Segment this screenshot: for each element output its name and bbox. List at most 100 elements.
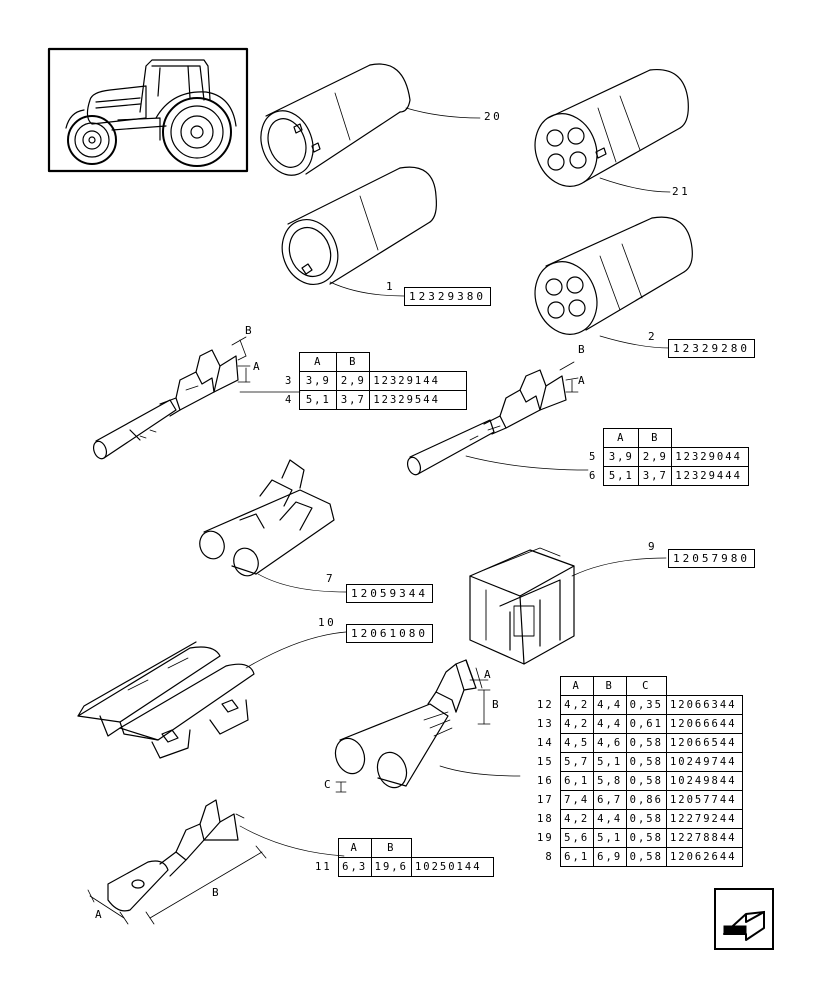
callout-10-part-number: 12061080 xyxy=(346,624,433,643)
part-7-drawing xyxy=(199,459,335,577)
col-header-b: B xyxy=(336,352,371,372)
cell-a: 3,9 xyxy=(603,447,640,467)
row-item-number: 3 xyxy=(285,375,294,387)
dim-label-a: A xyxy=(95,908,102,921)
table-row: 11 6,3 19,6 10250144 xyxy=(312,857,495,877)
col-header-a: A xyxy=(299,352,338,372)
callout-9-part-number: 12057980 xyxy=(668,549,755,568)
callout-1-part-number: 12329380 xyxy=(404,287,491,306)
cell-b: 4,4 xyxy=(592,714,627,734)
table-row: 13 4,2 4,4 0,61 12066644 xyxy=(534,714,744,734)
part-1-drawing xyxy=(281,166,437,285)
cell-a: 7,4 xyxy=(559,790,594,810)
row-item-number: 12 xyxy=(537,699,554,711)
cell-part-number: 12278844 xyxy=(665,828,744,848)
table-row: 15 5,7 5,1 0,58 10249744 xyxy=(534,752,744,772)
table-header-row: A B C xyxy=(534,676,743,696)
row-item-number: 18 xyxy=(537,813,554,825)
cell-c: 0,35 xyxy=(625,695,667,715)
row-item-number: 6 xyxy=(589,470,598,482)
cell-c: 0,58 xyxy=(625,771,667,791)
part-10-drawing xyxy=(77,641,255,759)
cell-c: 0,86 xyxy=(625,790,667,810)
dim-label-b: B xyxy=(578,343,585,356)
callout-10-number: 10 xyxy=(318,616,337,629)
cell-part-number: 12329044 xyxy=(671,447,749,467)
cell-a: 4,5 xyxy=(559,733,594,753)
row-item-number: 11 xyxy=(315,861,332,873)
cell-c: 0,58 xyxy=(625,733,667,753)
table-row: 4 5,1 3,7 12329544 xyxy=(282,390,467,410)
dim-label-a: A xyxy=(484,668,491,681)
terminal-3-4-drawing xyxy=(92,336,251,460)
cell-b: 4,4 xyxy=(592,809,627,829)
part-9-drawing xyxy=(469,547,575,665)
row-item-number: 5 xyxy=(589,451,598,463)
dim-label-b: B xyxy=(245,324,252,337)
spec-table-3-4: A B 3 3,9 2,9 12329144 4 5,1 3,7 1232954… xyxy=(282,352,467,410)
cell-b: 2,9 xyxy=(638,447,673,467)
cell-a: 6,1 xyxy=(559,771,594,791)
row-item-number: 4 xyxy=(285,394,294,406)
cell-a: 4,2 xyxy=(559,695,594,715)
callout-1-number: 1 xyxy=(386,280,396,293)
callout-7-number: 7 xyxy=(326,572,336,585)
cell-a: 5,6 xyxy=(559,828,594,848)
cell-part-number: 10249844 xyxy=(665,771,744,791)
cell-b: 5,1 xyxy=(592,752,627,772)
cell-part-number: 12066344 xyxy=(665,695,744,715)
table-header-row: A B xyxy=(312,838,494,858)
part-2-drawing xyxy=(534,216,693,335)
dim-label-b: B xyxy=(212,886,219,899)
cell-part-number: 10250144 xyxy=(410,857,495,877)
cell-a: 4,2 xyxy=(559,714,594,734)
cell-part-number: 12062644 xyxy=(665,847,744,867)
part-21-drawing xyxy=(534,68,689,187)
cell-a: 3,9 xyxy=(299,371,338,391)
callout-20-number: 20 xyxy=(484,110,503,123)
cell-b: 2,9 xyxy=(336,371,371,391)
dim-label-a: A xyxy=(578,374,585,387)
col-header-b: B xyxy=(592,676,627,696)
col-header-a: A xyxy=(559,676,594,696)
col-header-b: B xyxy=(370,838,412,858)
cell-b: 3,7 xyxy=(336,390,371,410)
row-item-number: 15 xyxy=(537,756,554,768)
cell-c: 0,61 xyxy=(625,714,667,734)
col-header-a: A xyxy=(603,428,640,448)
table-row: 12 4,2 4,4 0,35 12066344 xyxy=(534,695,744,715)
table-row: 8 6,1 6,9 0,58 12062644 xyxy=(534,847,744,867)
dim-label-c: C xyxy=(324,778,331,791)
cell-b: 6,7 xyxy=(592,790,627,810)
cell-part-number: 12329144 xyxy=(369,371,467,391)
table-row: 3 3,9 2,9 12329144 xyxy=(282,371,467,391)
cell-b: 4,6 xyxy=(592,733,627,753)
cell-b: 6,9 xyxy=(592,847,627,867)
cell-b: 19,6 xyxy=(370,857,412,877)
table-row: 16 6,1 5,8 0,58 10249844 xyxy=(534,771,744,791)
cell-a: 5,7 xyxy=(559,752,594,772)
cell-b: 5,8 xyxy=(592,771,627,791)
spec-table-5-6: A B 5 3,9 2,9 12329044 6 5,1 3,7 1232944… xyxy=(586,428,749,486)
row-item-number: 13 xyxy=(537,718,554,730)
table-row: 19 5,6 5,1 0,58 12278844 xyxy=(534,828,744,848)
table-row: 18 4,2 4,4 0,58 12279244 xyxy=(534,809,744,829)
cell-part-number: 12066644 xyxy=(665,714,744,734)
table-row: 5 3,9 2,9 12329044 xyxy=(586,447,749,467)
spec-table-11: A B 11 6,3 19,6 10250144 xyxy=(312,838,495,877)
terminal-5-6-drawing xyxy=(406,361,579,476)
cell-part-number: 12066544 xyxy=(665,733,744,753)
cell-part-number: 12329544 xyxy=(369,390,467,410)
col-header-c: C xyxy=(625,676,667,696)
next-page-button[interactable] xyxy=(714,888,774,950)
cell-b: 4,4 xyxy=(592,695,627,715)
callout-2-number: 2 xyxy=(648,330,658,343)
table-row: 6 5,1 3,7 12329444 xyxy=(586,466,749,486)
next-page-arrow-icon xyxy=(723,910,765,941)
part-20-drawing xyxy=(260,63,411,176)
table-header-row: A B xyxy=(282,352,466,372)
cell-a: 5,1 xyxy=(299,390,338,410)
table-row: 17 7,4 6,7 0,86 12057744 xyxy=(534,790,744,810)
